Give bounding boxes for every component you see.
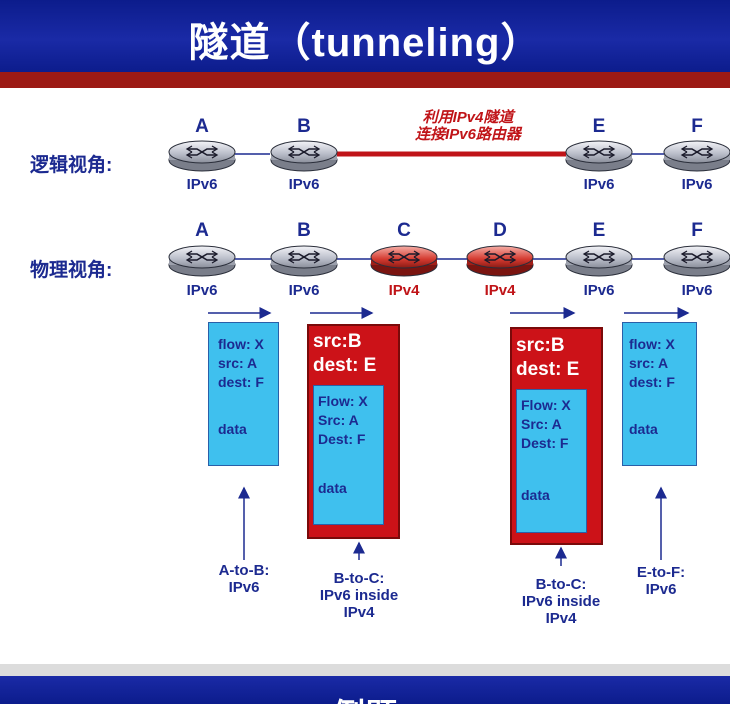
packet-data: data (629, 421, 658, 437)
packet-field-flow: Flow: X (521, 397, 571, 413)
packet-field-dest: Dest: F (318, 431, 366, 447)
packet-field-src: Src: A (521, 416, 562, 432)
caption-a-to-b: A-to-B: IPv6 (194, 562, 294, 596)
logical-node-a-label: A (195, 116, 209, 137)
router-icon-physical-b (270, 245, 338, 277)
outer-header-dest: dest: E (516, 359, 580, 380)
physical-view-label: 物理视角: (30, 260, 113, 281)
slide-title: 隧道（tunneling） (188, 21, 542, 65)
physical-node-c-ip: IPv4 (388, 282, 420, 299)
slide-divider (0, 664, 730, 676)
tunnel-note: 利用IPv4隧道 连接IPv6路由器 (378, 109, 558, 143)
packet-field-dest: dest: F (218, 374, 264, 390)
packet-field-flow: Flow: X (318, 393, 368, 409)
next-slide-header: 例题 (0, 676, 730, 704)
router-icon-physical-e (565, 245, 633, 277)
caption-line: IPv4 (343, 604, 375, 621)
caption-line: A-to-B: (218, 562, 270, 579)
caption-line: IPv4 (545, 610, 577, 627)
caption-b-to-c-1: B-to-C: IPv6 inside IPv4 (299, 570, 419, 621)
packet-field-flow: flow: X (218, 336, 264, 352)
router-icon-logical-b (270, 140, 338, 172)
router-icon-physical-f (663, 245, 730, 277)
caption-line: B-to-C: (333, 570, 385, 587)
physical-node-a-ip: IPv6 (186, 282, 218, 299)
logical-node-f-label: F (691, 116, 703, 137)
logical-node-e-label: E (592, 116, 606, 137)
caption-line: B-to-C: (535, 576, 587, 593)
packet-field-src: src: A (629, 355, 669, 371)
logical-node-a-ip: IPv6 (186, 176, 218, 193)
tunnel-note-line-1: 利用IPv4隧道 (422, 109, 514, 126)
packet-field-dest: Dest: F (521, 435, 569, 451)
ipv6-packet-e-to-f: flow: X src: A dest: F data (622, 322, 697, 466)
ipv6-packet-a-to-b: flow: X src: A dest: F data (208, 322, 279, 466)
logical-node-e-ip: IPv6 (583, 176, 615, 193)
packet-data: data (521, 487, 550, 503)
packet-data: data (218, 421, 247, 437)
caption-line: IPv6 (228, 579, 260, 596)
caption-line: E-to-F: (636, 564, 686, 581)
router-icon-logical-a (168, 140, 236, 172)
router-icon-logical-e (565, 140, 633, 172)
caption-e-to-f: E-to-F: IPv6 (611, 564, 711, 598)
next-slide-title: 例题 (0, 690, 730, 704)
physical-node-e-ip: IPv6 (583, 282, 615, 299)
physical-node-e-label: E (592, 220, 606, 241)
packet-field-src: src: A (218, 355, 258, 371)
physical-node-d-ip: IPv4 (484, 282, 516, 299)
packet-field-src: Src: A (318, 412, 359, 428)
slide-header: 隧道（tunneling） (0, 0, 730, 72)
router-icon-physical-d (466, 245, 534, 277)
header-accent-bar (0, 72, 730, 88)
caption-line: IPv6 inside (521, 593, 601, 610)
outer-header-src: src:B (313, 331, 362, 352)
physical-node-b-label: B (297, 220, 311, 241)
ipv4-tunnel-packet-d-to-e: src:B dest: E Flow: X Src: A Dest: F dat… (510, 327, 603, 545)
physical-node-f-ip: IPv6 (681, 282, 713, 299)
logical-node-b-label: B (297, 116, 311, 137)
logical-view-label: 逻辑视角: (30, 155, 113, 176)
packet-field-flow: flow: X (629, 336, 675, 352)
tunnel-note-line-2: 连接IPv6路由器 (415, 126, 521, 143)
router-icon-physical-a (168, 245, 236, 277)
caption-line: IPv6 inside (319, 587, 399, 604)
inner-ipv6-packet: Flow: X Src: A Dest: F data (516, 389, 587, 533)
caption-b-to-c-2: B-to-C: IPv6 inside IPv4 (501, 576, 621, 627)
logical-node-b-ip: IPv6 (288, 176, 320, 193)
ipv4-tunnel-packet-b-to-c: src:B dest: E Flow: X Src: A Dest: F dat… (307, 324, 400, 539)
physical-node-a-label: A (195, 220, 209, 241)
router-icon-logical-f (663, 140, 730, 172)
physical-node-d-label: D (493, 220, 507, 241)
outer-header-dest: dest: E (313, 355, 377, 376)
packet-data: data (318, 480, 347, 496)
outer-header-src: src:B (516, 335, 565, 356)
packet-field-dest: dest: F (629, 374, 675, 390)
physical-node-f-label: F (691, 220, 703, 241)
physical-node-b-ip: IPv6 (288, 282, 320, 299)
caption-line: IPv6 (645, 581, 677, 598)
router-icon-physical-c (370, 245, 438, 277)
physical-node-c-label: C (397, 220, 411, 241)
logical-node-f-ip: IPv6 (681, 176, 713, 193)
inner-ipv6-packet: Flow: X Src: A Dest: F data (313, 385, 384, 525)
